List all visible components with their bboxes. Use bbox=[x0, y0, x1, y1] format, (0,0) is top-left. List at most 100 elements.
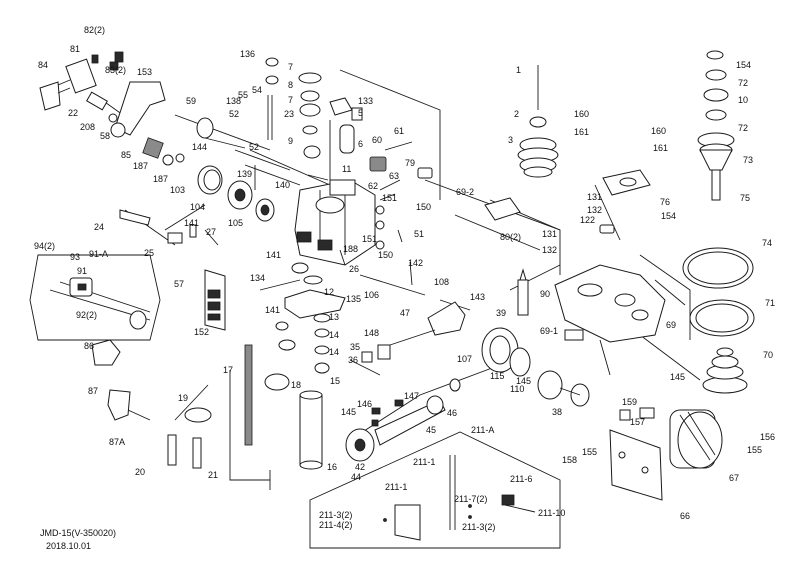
part-label: 69-1 bbox=[540, 326, 558, 336]
part-label: 2 bbox=[514, 109, 519, 119]
part-label: 76 bbox=[660, 197, 670, 207]
part-label: 72 bbox=[738, 123, 748, 133]
part-label: 159 bbox=[622, 397, 637, 407]
part-label: 7 bbox=[288, 62, 293, 72]
part-label: 143 bbox=[470, 292, 485, 302]
part-label: 5 bbox=[358, 108, 363, 118]
part-label: 15 bbox=[330, 376, 340, 386]
part-label: 145 bbox=[516, 376, 531, 386]
part-label: 63 bbox=[389, 171, 399, 181]
pinion-group bbox=[369, 141, 433, 250]
part-label: 211-10 bbox=[538, 508, 565, 518]
part-label: 69 bbox=[666, 320, 676, 330]
part-label: 151 bbox=[362, 234, 377, 244]
part-label: 66 bbox=[680, 511, 690, 521]
part-label: 52 bbox=[229, 109, 239, 119]
part-label: 82(2) bbox=[84, 25, 105, 35]
part-label: 142 bbox=[408, 258, 423, 268]
part-label: 146 bbox=[357, 399, 372, 409]
part-label: 3 bbox=[508, 135, 513, 145]
part-label: 93 bbox=[70, 252, 80, 262]
part-label: 80(2) bbox=[500, 232, 521, 242]
part-label: 160 bbox=[574, 109, 589, 119]
gear-parts-group bbox=[119, 137, 275, 246]
part-label: 87A bbox=[109, 437, 125, 447]
part-label: 27 bbox=[206, 227, 216, 237]
part-label: 85 bbox=[121, 150, 131, 160]
part-label: 132 bbox=[587, 205, 602, 215]
part-label: 148 bbox=[364, 328, 379, 338]
part-label: 52 bbox=[249, 142, 259, 152]
part-label: 211-6 bbox=[510, 474, 532, 484]
part-label: 158 bbox=[562, 455, 577, 465]
part-label: 161 bbox=[574, 127, 589, 137]
part-label: 6 bbox=[358, 139, 363, 149]
part-label: 141 bbox=[265, 305, 280, 315]
part-label: 211-4(2) bbox=[319, 520, 352, 530]
part-label: 12 bbox=[324, 287, 334, 297]
part-label: 161 bbox=[653, 143, 668, 153]
part-label: 211-3(2) bbox=[319, 510, 352, 520]
part-label: 17 bbox=[223, 365, 233, 375]
part-label: 152 bbox=[194, 327, 209, 337]
part-label: 187 bbox=[153, 174, 168, 184]
part-label: 105 bbox=[228, 218, 243, 228]
part-label: 151 bbox=[382, 193, 397, 203]
part-label: 141 bbox=[184, 218, 199, 228]
part-label: 18 bbox=[291, 380, 301, 390]
part-label: 84 bbox=[38, 60, 48, 70]
part-label: 61 bbox=[394, 126, 404, 136]
part-label: 11 bbox=[342, 164, 351, 174]
part-label: 107 bbox=[457, 354, 472, 364]
part-label: 86 bbox=[84, 341, 94, 351]
part-label: 22 bbox=[68, 108, 78, 118]
part-label: 211-3(2) bbox=[462, 522, 495, 532]
part-label: 211-1 bbox=[385, 482, 407, 492]
part-label: 136 bbox=[240, 49, 255, 59]
part-label: 38 bbox=[552, 407, 562, 417]
footer-model: JMD-15(V-350020) bbox=[40, 528, 117, 538]
part-label: 67 bbox=[729, 473, 739, 483]
part-label: 73 bbox=[743, 155, 753, 165]
part-label: 9 bbox=[288, 136, 293, 146]
part-label: 87 bbox=[88, 386, 98, 396]
feed-handle-group bbox=[39, 51, 166, 138]
part-label: 44 bbox=[351, 472, 361, 482]
depth-stop-group bbox=[361, 268, 590, 407]
part-label: 13 bbox=[329, 312, 339, 322]
base-casting bbox=[554, 169, 666, 343]
part-label: 8 bbox=[288, 80, 293, 90]
part-label: 83(2) bbox=[105, 65, 126, 75]
part-label: 155 bbox=[582, 447, 597, 457]
part-label: 150 bbox=[378, 250, 393, 260]
part-label: 211-1 bbox=[413, 457, 435, 467]
handwheel-group bbox=[345, 378, 461, 462]
part-label: 156 bbox=[760, 432, 775, 442]
callout-211A bbox=[309, 431, 561, 549]
part-label: 46 bbox=[447, 408, 457, 418]
part-label: 91 bbox=[77, 266, 87, 276]
part-label: 36 bbox=[348, 355, 358, 365]
part-label: 140 bbox=[275, 180, 290, 190]
part-label: 71 bbox=[765, 298, 775, 308]
part-label: 1 bbox=[516, 65, 521, 75]
part-label: 55 bbox=[238, 90, 248, 100]
part-label: 145 bbox=[341, 407, 356, 417]
part-label: 7 bbox=[288, 95, 293, 105]
part-label: 90 bbox=[540, 289, 550, 299]
part-label: 62 bbox=[368, 181, 378, 191]
part-label: 155 bbox=[747, 445, 762, 455]
part-label: 10 bbox=[738, 95, 748, 105]
part-label: 139 bbox=[237, 169, 252, 179]
part-label: 131 bbox=[542, 229, 557, 239]
part-label: 59 bbox=[186, 96, 196, 106]
part-label: 14 bbox=[329, 330, 339, 340]
part-label: 58 bbox=[100, 131, 110, 141]
part-label: 132 bbox=[542, 245, 557, 255]
part-label: 25 bbox=[144, 248, 154, 258]
part-label: 106 bbox=[364, 290, 379, 300]
motor-plate-group bbox=[204, 261, 426, 374]
part-label: 39 bbox=[496, 308, 506, 318]
